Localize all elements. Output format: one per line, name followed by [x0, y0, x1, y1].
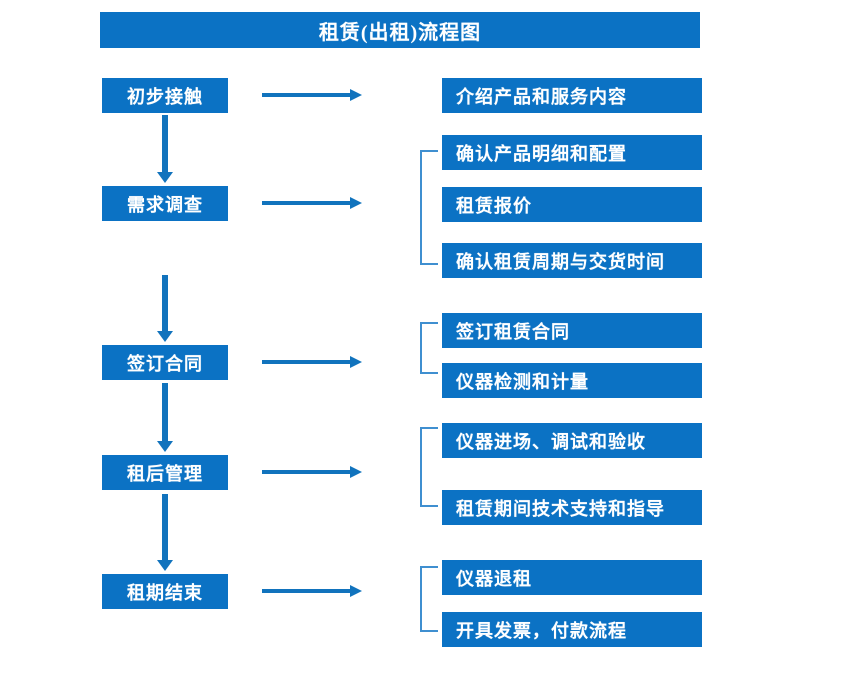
arrow-head: [350, 466, 362, 478]
arrow-shaft: [162, 275, 168, 332]
arrow-shaft: [162, 383, 168, 442]
arrow-shaft: [262, 93, 350, 97]
arrow-shaft: [162, 115, 168, 173]
vertical-arrow-icon-3: [157, 383, 173, 452]
detail-box-5-1[interactable]: 仪器退租: [442, 560, 702, 595]
horizontal-arrow-icon-2: [262, 197, 362, 209]
detail-box-4-2[interactable]: 租赁期间技术支持和指导: [442, 490, 702, 525]
arrow-shaft: [262, 470, 350, 474]
arrow-head: [350, 356, 362, 368]
detail-box-3-2[interactable]: 仪器检测和计量: [442, 363, 702, 398]
stage-box-3[interactable]: 签订合同: [102, 345, 228, 380]
arrow-head: [350, 89, 362, 101]
detail-box-2-1[interactable]: 确认产品明细和配置: [442, 135, 702, 170]
vertical-arrow-icon-2: [157, 275, 173, 342]
arrow-shaft: [262, 201, 350, 205]
stage-box-1[interactable]: 初步接触: [102, 78, 228, 113]
vertical-arrow-icon-1: [157, 115, 173, 183]
group-bracket-2: [420, 150, 438, 265]
arrow-head: [157, 560, 173, 571]
detail-box-2-2[interactable]: 租赁报价: [442, 187, 702, 222]
stage-box-5[interactable]: 租期结束: [102, 574, 228, 609]
stage-box-2[interactable]: 需求调查: [102, 186, 228, 221]
detail-box-1-1[interactable]: 介绍产品和服务内容: [442, 78, 702, 113]
arrow-shaft: [162, 494, 168, 561]
arrow-head: [350, 585, 362, 597]
horizontal-arrow-icon-5: [262, 585, 362, 597]
horizontal-arrow-icon-3: [262, 356, 362, 368]
arrow-head: [350, 197, 362, 209]
group-bracket-5: [420, 566, 438, 632]
arrow-shaft: [262, 360, 350, 364]
stage-box-4[interactable]: 租后管理: [102, 455, 228, 490]
vertical-arrow-icon-4: [157, 494, 173, 571]
horizontal-arrow-icon-4: [262, 466, 362, 478]
group-bracket-4: [420, 427, 438, 507]
detail-box-4-1[interactable]: 仪器进场、调试和验收: [442, 423, 702, 458]
arrow-head: [157, 331, 173, 342]
diagram-title: 租赁(出租)流程图: [100, 12, 700, 48]
detail-box-5-2[interactable]: 开具发票，付款流程: [442, 612, 702, 647]
arrow-shaft: [262, 589, 350, 593]
horizontal-arrow-icon-1: [262, 89, 362, 101]
arrow-head: [157, 172, 173, 183]
detail-box-3-1[interactable]: 签订租赁合同: [442, 313, 702, 348]
group-bracket-3: [420, 322, 438, 374]
arrow-head: [157, 441, 173, 452]
detail-box-2-3[interactable]: 确认租赁周期与交货时间: [442, 243, 702, 278]
